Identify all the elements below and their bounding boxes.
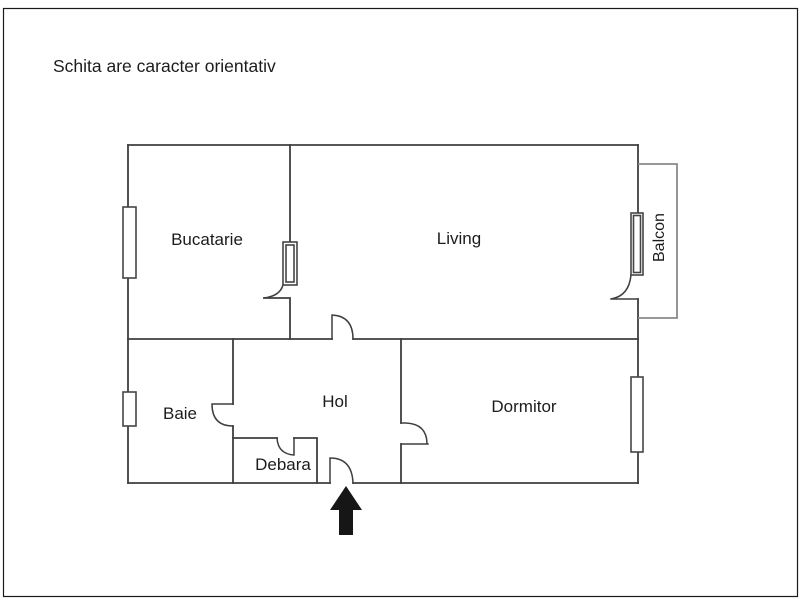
doorframe-bucatarie-inner	[285, 244, 295, 283]
doorframe-balcony	[630, 212, 644, 276]
entrance-arrow-icon	[330, 486, 362, 535]
windows	[122, 206, 644, 453]
window-dormitor	[630, 376, 644, 453]
balcony-outline	[638, 163, 678, 319]
doorframe-bucatarie	[282, 241, 298, 286]
door-balcony	[610, 274, 639, 300]
room-label-baie: Baie	[163, 404, 197, 423]
wall-debara	[232, 437, 318, 484]
doorframe-balcony-inner	[632, 214, 642, 274]
door-debara	[276, 437, 295, 456]
door-bucatarie	[263, 284, 284, 299]
room-label-hol: Hol	[322, 392, 348, 411]
room-label-bucatarie: Bucatarie	[171, 230, 243, 249]
door-entrance	[329, 457, 354, 484]
window-bucatarie	[122, 206, 137, 279]
window-baie	[122, 391, 137, 427]
door-swings	[211, 274, 639, 484]
room-label-dormitor: Dormitor	[491, 397, 557, 416]
schematic-disclaimer-title: Schita are caracter orientativ	[53, 56, 276, 76]
room-label-debara: Debara	[255, 455, 311, 474]
door-hol-living	[331, 314, 354, 340]
door-baie	[211, 403, 234, 427]
room-label-balcon: Balcon	[651, 213, 668, 262]
plan-walls	[127, 144, 639, 484]
page-border	[2, 7, 799, 598]
door-dormitor	[400, 422, 429, 445]
room-label-living: Living	[437, 229, 481, 248]
